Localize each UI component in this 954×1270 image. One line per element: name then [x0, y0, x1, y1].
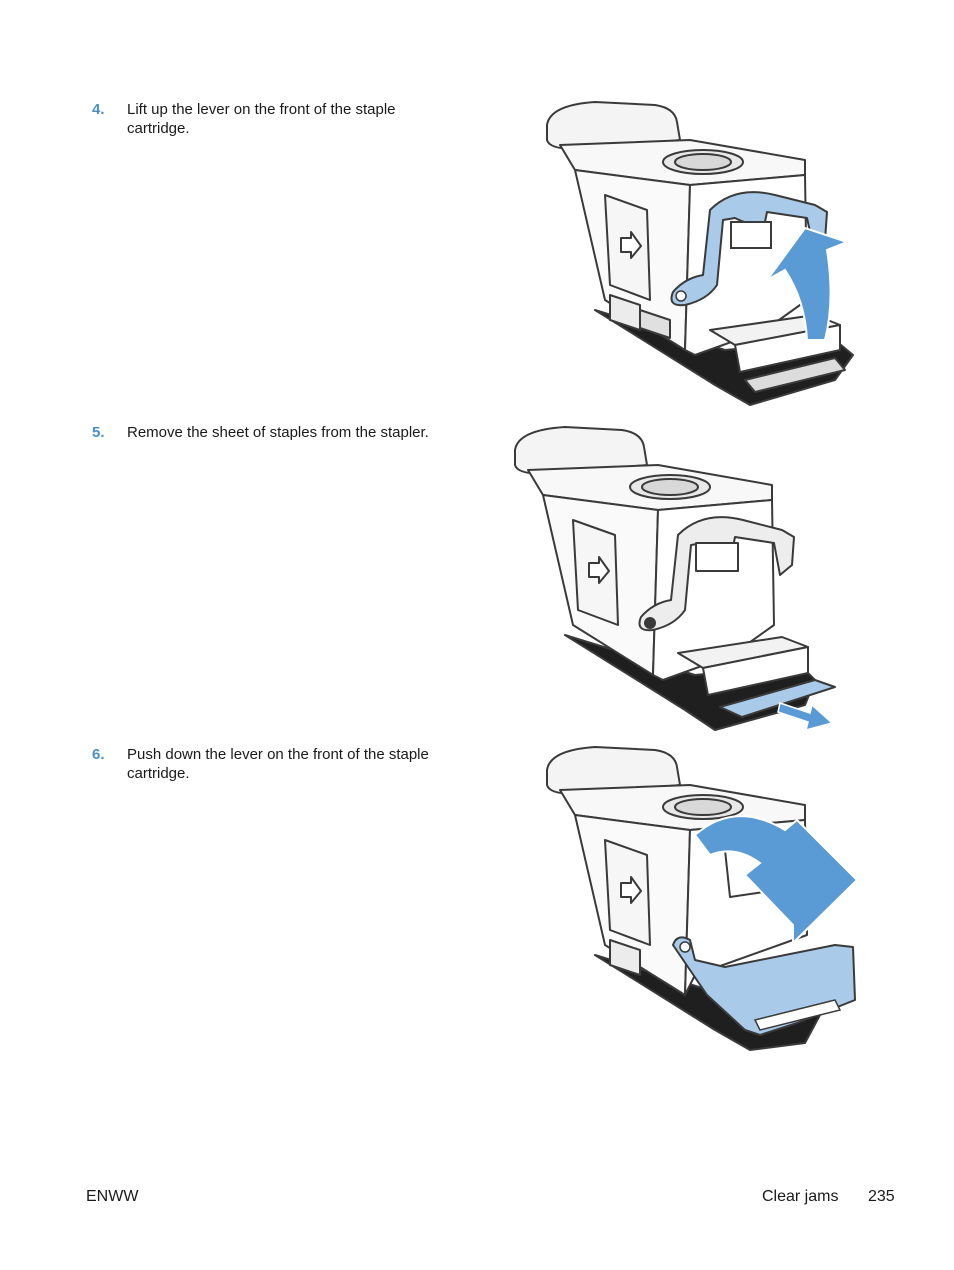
step-number: 4. — [92, 101, 105, 118]
step-4: 4. Lift up the lever on the front of the… — [92, 100, 452, 138]
footer-left-label: ENWW — [86, 1188, 139, 1205]
staple-sheet-removal-illustration — [514, 426, 836, 732]
step-5: 5. Remove the sheet of staples from the … — [92, 423, 452, 442]
staple-cartridge-lever-down-illustration — [546, 746, 859, 1051]
step-number: 6. — [92, 746, 105, 763]
step-text: Lift up the lever on the front of the st… — [127, 101, 396, 137]
step-text: Push down the lever on the front of the … — [127, 746, 429, 782]
staple-cartridge-lever-up-illustration — [546, 101, 854, 406]
page-number: 235 — [868, 1188, 895, 1205]
step-text: Remove the sheet of staples from the sta… — [127, 424, 429, 441]
footer-section-title: Clear jams — [762, 1188, 839, 1205]
step-number: 5. — [92, 424, 105, 441]
step-6: 6. Push down the lever on the front of t… — [92, 745, 452, 783]
